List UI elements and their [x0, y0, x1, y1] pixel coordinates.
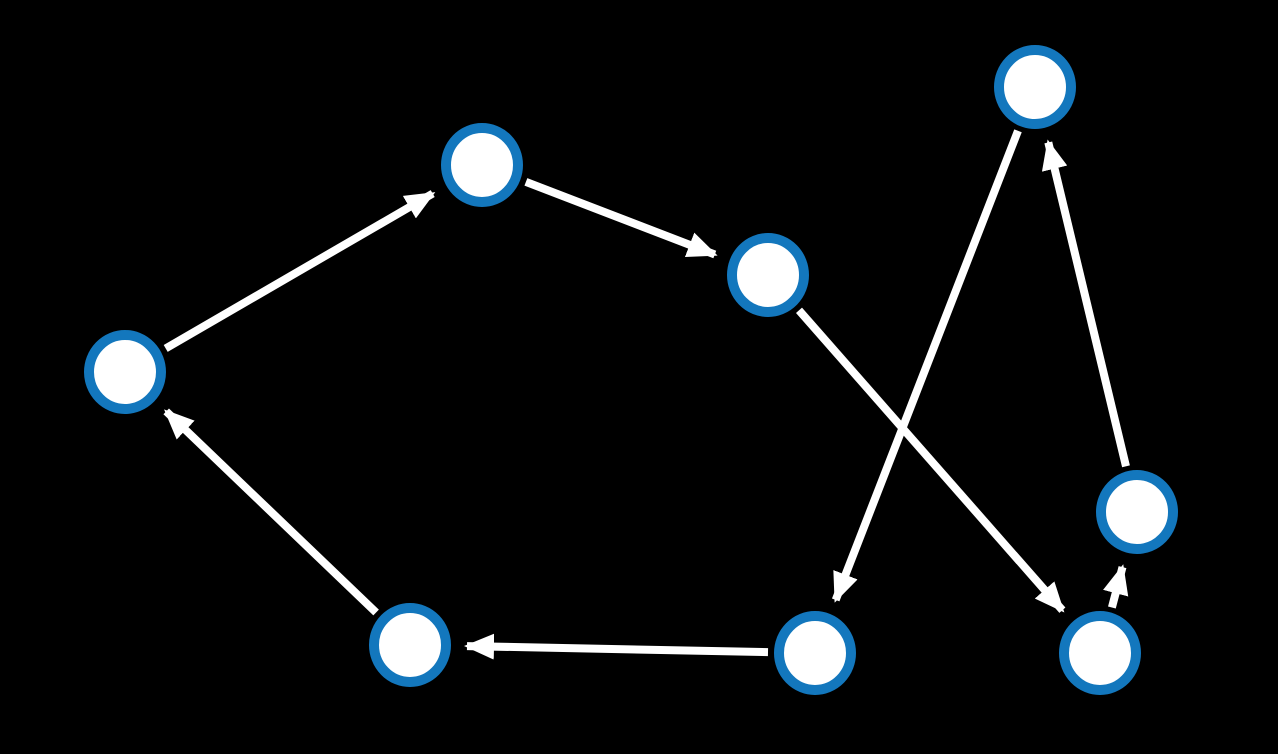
graph-node-upper-middle [441, 123, 523, 207]
edges-layer [163, 129, 1130, 660]
graph-node-top-right [994, 45, 1076, 129]
graph-edge-bottom-left-to-left [163, 408, 379, 616]
graph-edge-left-to-upper-middle [163, 190, 436, 352]
graph-edge-right-middle-to-top-right [1041, 139, 1130, 468]
graph-node-bottom-middle [774, 611, 856, 695]
graph-node-middle [727, 233, 809, 317]
graph-node-bottom-right [1059, 611, 1141, 695]
graph-edge-middle-to-bottom-right [795, 307, 1066, 613]
graph-edge-upper-middle-to-middle [524, 178, 718, 259]
graph-edge-bottom-middle-to-bottom-left [464, 633, 769, 660]
graph-edge-top-right-to-bottom-middle [831, 129, 1022, 603]
graph-node-bottom-left [369, 603, 451, 687]
graph-node-left [84, 330, 166, 414]
nodes-layer [84, 45, 1178, 695]
graph-edge-bottom-right-to-right-middle [1103, 564, 1129, 609]
graph-node-right-middle [1096, 470, 1178, 554]
